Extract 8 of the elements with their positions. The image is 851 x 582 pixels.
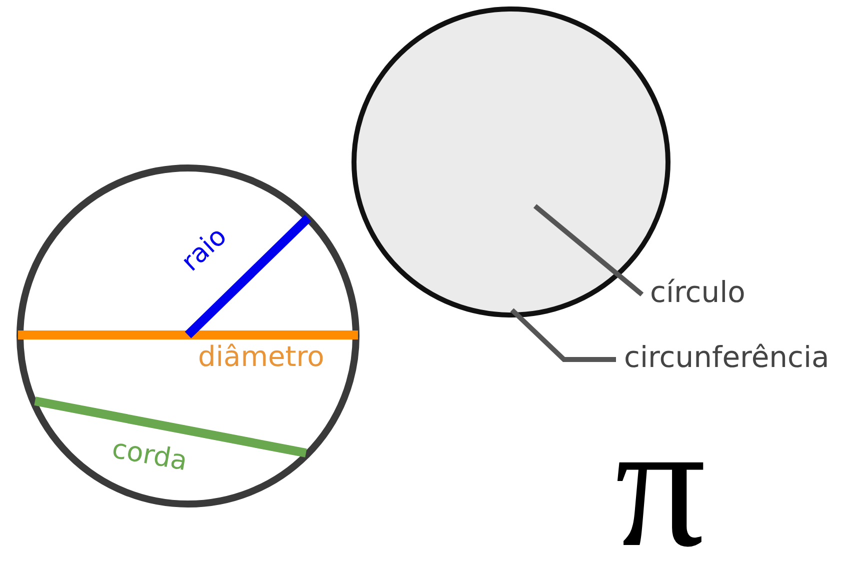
chord-label: corda	[110, 435, 190, 476]
diameter-label: diâmetro	[198, 343, 324, 371]
leader-label: circunferência	[624, 343, 830, 372]
pi-symbol: π	[615, 395, 706, 575]
leader-line	[533, 204, 644, 296]
leader-line	[510, 308, 616, 362]
leader-label: círculo	[650, 278, 746, 307]
radius-label: raio	[177, 223, 232, 276]
